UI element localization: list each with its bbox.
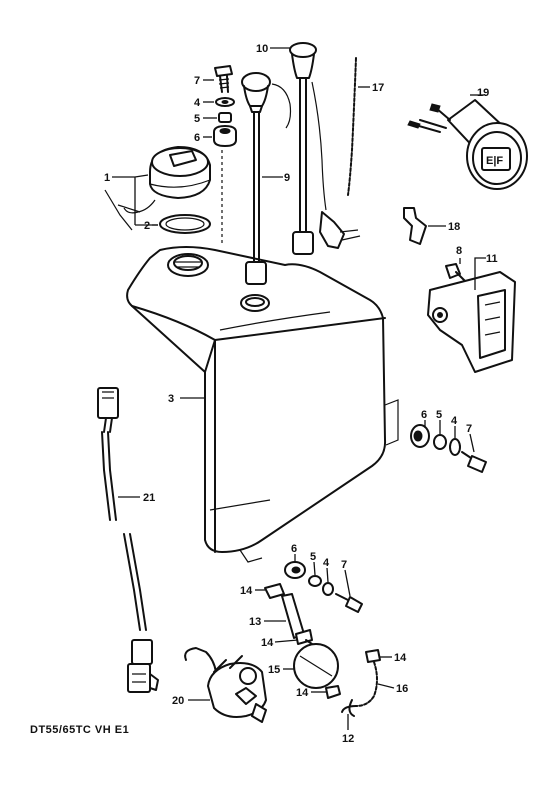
washer-bottom bbox=[322, 582, 334, 596]
washer-top bbox=[215, 97, 235, 107]
grommet-right bbox=[410, 424, 430, 448]
hose-13 bbox=[281, 593, 305, 639]
callout-13: 13 bbox=[249, 616, 261, 628]
clip-14c bbox=[325, 685, 341, 699]
gauge-display-text: E|F bbox=[486, 155, 503, 167]
callout-11: 11 bbox=[486, 253, 498, 265]
callout-14-a: 14 bbox=[240, 585, 253, 597]
leader-lines bbox=[112, 47, 486, 730]
coiled-wire-17 bbox=[347, 57, 357, 196]
callout-7-top: 7 bbox=[194, 75, 200, 87]
callout-14-d: 14 bbox=[394, 652, 407, 664]
callout-8: 8 bbox=[456, 245, 462, 257]
clip-14a bbox=[264, 583, 285, 599]
callout-12: 12 bbox=[342, 733, 354, 745]
callout-21: 21 bbox=[143, 492, 155, 504]
callout-20: 20 bbox=[172, 695, 184, 707]
fuel-tank bbox=[126, 246, 399, 563]
diagram-caption: DT55/65TC VH E1 bbox=[30, 724, 130, 736]
callout-18: 18 bbox=[448, 221, 460, 233]
callout-6-right: 6 bbox=[421, 409, 427, 421]
callout-3: 3 bbox=[168, 393, 174, 405]
grommet-bottom bbox=[284, 561, 306, 579]
bracket-18 bbox=[403, 207, 427, 245]
callout-14-c: 14 bbox=[296, 687, 309, 699]
fuel-cock-20 bbox=[184, 647, 267, 723]
callout-5-bottom: 5 bbox=[310, 551, 316, 563]
hose-16 bbox=[355, 661, 378, 707]
bolt-right bbox=[461, 451, 487, 473]
callout-7-bottom: 7 bbox=[341, 559, 347, 571]
collar-right bbox=[433, 434, 447, 450]
joint-12 bbox=[341, 699, 357, 717]
callout-7-right: 7 bbox=[466, 423, 472, 435]
callout-6-top: 6 bbox=[194, 132, 200, 144]
callout-9: 9 bbox=[284, 172, 290, 184]
callout-4-top: 4 bbox=[194, 97, 201, 109]
bolt-8 bbox=[445, 263, 467, 283]
callout-2: 2 bbox=[144, 220, 150, 232]
gauge-sender-9 bbox=[241, 72, 292, 285]
fuel-meter-19: E|F bbox=[407, 99, 528, 190]
callout-4-bottom: 4 bbox=[323, 557, 330, 569]
callout-19: 19 bbox=[477, 87, 489, 99]
fuel-cap bbox=[104, 146, 211, 231]
cap-gasket bbox=[159, 214, 211, 234]
collar-bottom bbox=[308, 575, 322, 587]
callout-17: 17 bbox=[372, 82, 384, 94]
collar-top bbox=[218, 112, 232, 123]
wire-harness-21 bbox=[97, 387, 159, 693]
callout-5-right: 5 bbox=[436, 409, 442, 421]
bolt-top bbox=[214, 65, 233, 93]
callout-14-b: 14 bbox=[261, 637, 274, 649]
callout-4-right: 4 bbox=[451, 415, 458, 427]
callout-5-top: 5 bbox=[194, 113, 200, 125]
fuel-filter-15 bbox=[293, 639, 339, 689]
callout-10: 10 bbox=[256, 43, 268, 55]
callout-1: 1 bbox=[104, 172, 110, 184]
callout-15: 15 bbox=[268, 664, 280, 676]
level-gauge-10 bbox=[289, 42, 361, 255]
bolt-bottom bbox=[335, 593, 363, 613]
bracket-plate-11 bbox=[427, 271, 516, 373]
callout-6-bottom: 6 bbox=[291, 543, 297, 555]
clip-14d bbox=[365, 649, 381, 663]
washer-right bbox=[449, 438, 461, 456]
callout-16: 16 bbox=[396, 683, 408, 695]
grommet-top bbox=[213, 125, 237, 147]
